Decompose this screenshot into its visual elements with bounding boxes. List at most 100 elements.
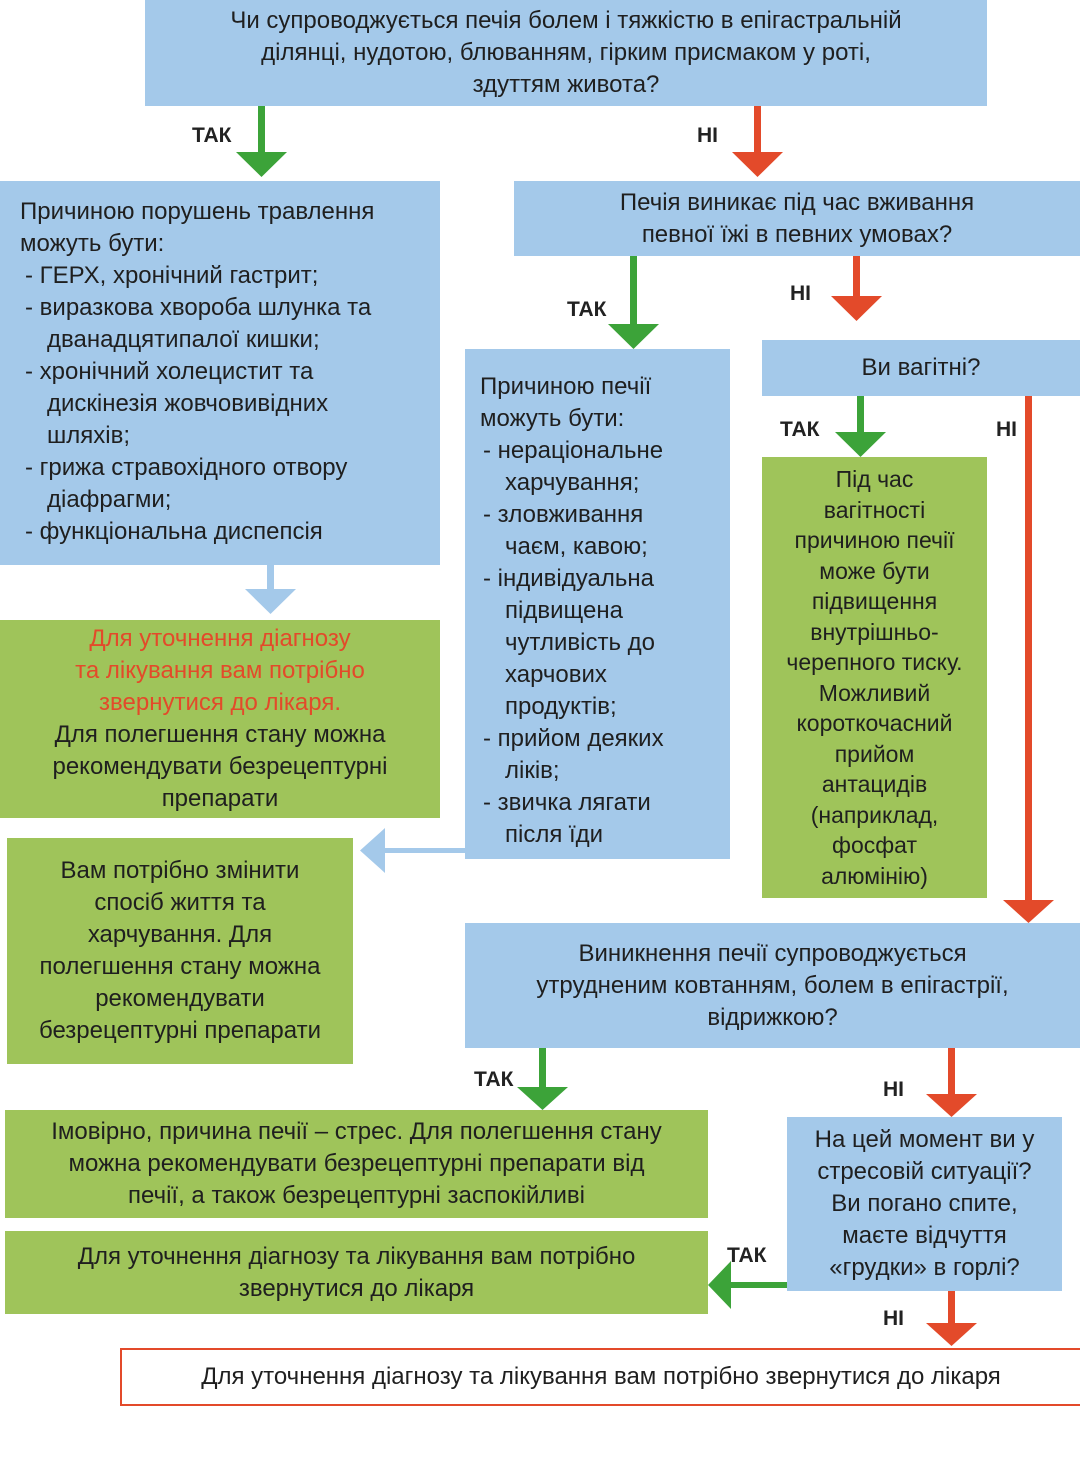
list-item-line: - нераціональне xyxy=(483,437,664,464)
info-line: підвищення xyxy=(811,588,938,614)
arrow-q1-yes xyxy=(236,106,287,177)
stress-cause-box: Імовірно, причина печії – стрес. Для пол… xyxy=(5,1110,708,1218)
arrow-causes-to-lifestyle xyxy=(360,828,465,873)
question-line: «грудки» в горлі? xyxy=(829,1254,1020,1281)
list-item: - індивідуальна підвищена чутливість до … xyxy=(483,563,730,723)
question-line: певної їжі в певних умовах? xyxy=(641,220,953,248)
question-line: утрудненим ковтанням, болем в епігастрії… xyxy=(536,971,1009,999)
pregnancy-info-box: Під час вагітності причиною печії може б… xyxy=(762,457,987,898)
info-line: фосфат xyxy=(832,832,917,858)
warning-line: Для уточнення діагнозу xyxy=(89,625,351,652)
arrow-q3-no xyxy=(1003,396,1054,923)
label-q5-yes: ТАК xyxy=(727,1244,767,1267)
info-line: антацидів xyxy=(821,771,928,797)
info-line: внутрішньо- xyxy=(810,618,939,645)
list-item-line: чутливість до xyxy=(505,629,655,656)
box-title-line: Причиною печії xyxy=(480,373,652,400)
question-stress-situation: На цей момент ви у стресовій ситуації? В… xyxy=(787,1117,1062,1291)
recommendation-line: рекомендувати безрецептурні xyxy=(52,753,388,780)
info-line: прийом xyxy=(834,740,915,767)
question-line: маєте відчуття xyxy=(842,1222,1007,1249)
recommendation-line: Для полегшення стану можна xyxy=(54,721,386,748)
list-item-line: - виразкова хвороба шлунка та xyxy=(25,294,372,321)
label-q3-yes: ТАК xyxy=(780,418,820,441)
arrow-q1-no xyxy=(732,106,783,177)
list-item-line: дванадцятипалої кишки; xyxy=(47,326,320,353)
list-item-line: ліків; xyxy=(505,757,560,784)
label-q4-no: НІ xyxy=(883,1078,904,1101)
label-q1-no: НІ xyxy=(697,124,718,147)
question-line: На цей момент ви у xyxy=(814,1126,1035,1153)
info-line: (наприклад, xyxy=(810,801,939,828)
list-item-line: після їди xyxy=(505,821,604,848)
list-item: - функціональна диспепсія xyxy=(25,516,440,548)
list-item: - виразкова хвороба шлунка та дванадцяти… xyxy=(25,292,440,356)
list-item-line: - індивідуальна xyxy=(483,565,654,592)
list-item-line: харчових xyxy=(505,661,607,688)
question-epigastric-pain: Чи супроводжується печія болем і тяжкіст… xyxy=(145,0,987,106)
label-q2-yes: ТАК xyxy=(567,298,607,321)
list-item-line: шляхів; xyxy=(47,422,131,449)
recommendation-line: Для уточнення діагнозу та лікування вам … xyxy=(77,1242,636,1270)
change-lifestyle-box: Вам потрібно змінити спосіб життя та хар… xyxy=(7,838,353,1064)
causes-digestive-disorders-box: Причиною порушень травлення можуть бути:… xyxy=(0,181,440,565)
info-line: короткочасний xyxy=(796,710,953,736)
info-line: причиною печії xyxy=(794,527,955,553)
recommendation-line: Вам потрібно змінити xyxy=(60,857,300,884)
label-q4-yes: ТАК xyxy=(474,1068,514,1091)
warning-line: звернутися до лікаря. xyxy=(99,689,341,716)
recommendation-line: можна рекомендувати безрецептурні препар… xyxy=(68,1150,645,1177)
question-pregnant: Ви вагітні? xyxy=(762,340,1080,396)
arrow-causes-to-doctor xyxy=(245,565,296,614)
arrow-q4-no xyxy=(926,1048,977,1117)
box-title-line: можуть бути: xyxy=(20,230,165,257)
recommendation-text: Для уточнення діагнозу та лікування вам … xyxy=(201,1363,1001,1390)
arrow-q5-no xyxy=(926,1291,977,1346)
list-item: - ГЕРХ, хронічний гастрит; xyxy=(25,260,440,292)
recommendation-line: звернутися до лікаря xyxy=(238,1274,475,1302)
recommendation-line: рекомендувати xyxy=(95,985,265,1012)
question-text: Ви вагітні? xyxy=(861,354,981,381)
list-item-line: - зловживання xyxy=(483,501,644,528)
list-item: - зловживання чаєм, кавою; xyxy=(483,499,730,563)
causes-heartburn-box: Причиною печії можуть бути: - нераціонал… xyxy=(465,349,730,859)
causes-list: - ГЕРХ, хронічний гастрит; - виразкова х… xyxy=(20,260,440,548)
see-doctor-box: Для уточнення діагнозу та лікування вам … xyxy=(0,620,440,818)
list-item: - грижа стравохідного отвору діафрагми; xyxy=(25,452,440,516)
recommendation-line: печії, а також безрецептурні заспокійлив… xyxy=(128,1182,585,1209)
causes-list: - нераціональне харчування; - зловживанн… xyxy=(480,435,730,851)
info-line: Під час xyxy=(835,466,914,492)
arrow-q2-yes xyxy=(608,256,659,349)
arrow-q4-yes xyxy=(517,1048,568,1110)
list-item-line: - хронічний холецистит та xyxy=(25,358,314,385)
list-item-line: - звичка лягати xyxy=(483,789,651,816)
question-line: Виникнення печії супроводжується xyxy=(578,939,967,967)
recommendation-line: полегшення стану можна xyxy=(39,953,321,980)
arrow-q2-no xyxy=(831,256,882,321)
recommendation-line: Імовірно, причина печії – стрес. Для пол… xyxy=(51,1118,662,1145)
info-line: вагітності xyxy=(823,496,926,523)
list-item: - нераціональне харчування; xyxy=(483,435,730,499)
box-title-line: Причиною порушень травлення xyxy=(20,198,375,225)
list-item: - хронічний холецистит та дискінезія жов… xyxy=(25,356,440,452)
question-specific-food: Печія виникає під час вживання певної їж… xyxy=(514,181,1080,256)
list-item-line: продуктів; xyxy=(505,693,617,720)
info-line: черепного тиску. xyxy=(786,649,963,675)
list-item-line: - грижа стравохідного отвору xyxy=(25,454,348,481)
info-line: алюмінію) xyxy=(821,862,928,889)
question-line: Ви погано спите, xyxy=(831,1190,1018,1217)
question-line: Чи супроводжується печія болем і тяжкіст… xyxy=(230,7,902,34)
list-item-line: дискінезія жовчовивідних xyxy=(47,390,329,417)
question-line: ділянці, нудотою, блюванням, гірким прис… xyxy=(261,39,871,66)
arrow-q3-yes xyxy=(835,396,886,457)
see-doctor-final-box: Для уточнення діагнозу та лікування вам … xyxy=(120,1348,1080,1406)
list-item: - прийом деяких ліків; xyxy=(483,723,730,787)
question-line: стресовій ситуації? xyxy=(817,1158,1032,1185)
question-line: здуттям живота? xyxy=(472,71,660,98)
list-item: - звичка лягати після їди xyxy=(483,787,730,851)
arrow-q5-yes xyxy=(708,1261,787,1309)
list-item-line: - ГЕРХ, хронічний гастрит; xyxy=(25,262,319,289)
label-q3-no: НІ xyxy=(996,418,1017,441)
list-item-line: чаєм, кавою; xyxy=(505,533,648,560)
